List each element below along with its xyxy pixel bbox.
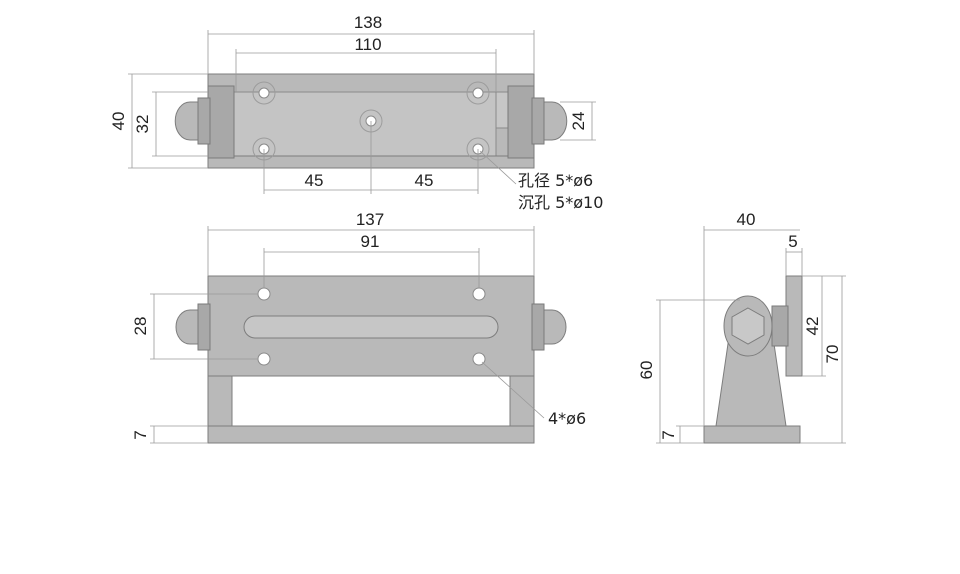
front-hole-note: 4*ø6 [548,409,586,428]
dim-front-base-thickness: 7 [131,430,150,439]
top-view-holes [252,81,490,161]
front-view-slot [243,315,499,339]
dim-side-plate-thickness: 5 [788,232,797,251]
dim-top-height-inner: 32 [133,115,152,134]
side-view: 40 5 42 70 60 7 [637,210,846,444]
dim-top-pin-height: 24 [569,112,588,131]
top-hole-note-countersink: 沉孔 5*ø10 [518,193,603,212]
dim-top-left-spacing: 45 [305,171,324,190]
side-view-hex-nut [731,307,765,345]
dim-front-overall-length: 137 [356,210,384,229]
top-view-right-block [507,85,535,159]
top-view-inner-plate [231,91,497,157]
top-view: 138 110 40 32 24 45 45 孔径 5*ø6 沉孔 5*ø10 [109,13,603,212]
dim-top-height-outer: 40 [109,112,128,131]
front-view-right-leg [509,375,535,427]
dim-side-width: 40 [737,210,756,229]
dim-front-hole-pitch: 28 [131,317,150,336]
dim-top-overall-length: 138 [354,13,382,32]
front-view-base [207,425,535,444]
front-view-left-leg [207,375,233,427]
front-view: 137 91 28 7 4*ø6 [131,210,586,444]
top-hole-note-diameter: 孔径 5*ø6 [518,171,593,190]
dim-side-total-height: 60 [637,361,656,380]
top-view-left-block [207,85,235,159]
dim-front-hole-span: 91 [361,232,380,251]
dim-side-plate-inner: 42 [803,317,822,336]
dim-side-plate-outer: 70 [823,345,842,364]
dim-top-hole-span: 110 [354,35,381,54]
side-view-base [703,425,801,444]
dim-side-base-thickness: 7 [659,430,678,439]
dim-top-right-spacing: 45 [415,171,434,190]
